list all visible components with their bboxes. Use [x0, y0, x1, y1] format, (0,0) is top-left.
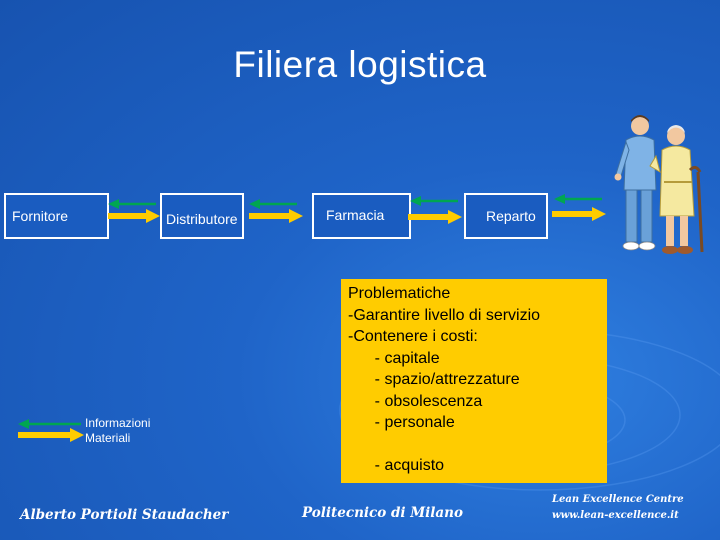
material-arrow-right	[249, 209, 303, 223]
info-arrow-left	[108, 199, 156, 209]
problems-box: Problematiche -Garantire livello di serv…	[341, 279, 607, 483]
problems-line: - obsolescenza	[348, 392, 483, 410]
legend-material-arrow	[18, 428, 84, 442]
legend-labels: Informazioni Materiali	[85, 416, 150, 446]
problems-line: - personale	[348, 414, 455, 431]
problems-line-blank	[348, 434, 607, 456]
info-arrow-left	[554, 194, 602, 204]
material-arrow-right	[408, 210, 462, 224]
legend-material-label: Materiali	[85, 431, 131, 445]
problems-line: - acquisto	[348, 457, 445, 474]
problems-heading: Problematiche	[348, 285, 451, 302]
problems-line: - spazio/attrezzature	[348, 371, 520, 388]
legend-info-label: Informazioni	[85, 416, 151, 430]
footer-university: Politecnico di Milano	[302, 505, 463, 521]
footer-website: www.lean-excellence.it	[552, 510, 679, 521]
legend-info-arrow	[18, 419, 81, 429]
problems-line: -Garantire livello di servizio	[348, 306, 541, 324]
info-arrow-left	[410, 196, 458, 206]
node-label: Farmacia	[326, 206, 385, 223]
problems-line: - capitale	[348, 349, 440, 367]
node-fornitore: Fornitore	[4, 193, 109, 239]
material-arrow-right	[552, 207, 606, 221]
material-arrow-right	[108, 209, 160, 223]
node-farmacia: Farmacia	[312, 193, 411, 239]
problems-line: -Contenere i costi:	[348, 328, 478, 345]
node-label: Distributore	[166, 211, 238, 227]
footer-author: Alberto Portioli Staudacher	[20, 507, 229, 523]
node-label: Reparto	[486, 208, 536, 224]
node-distributore: Distributore	[160, 193, 244, 239]
slide-title: Filiera logistica	[233, 44, 487, 85]
info-arrow-left	[249, 199, 297, 209]
node-reparto: Reparto	[464, 193, 548, 239]
doctor-and-elderly-patient-icon	[614, 115, 704, 254]
footer-centre: Lean Excellence Centre	[552, 494, 684, 505]
node-label: Fornitore	[12, 208, 69, 224]
